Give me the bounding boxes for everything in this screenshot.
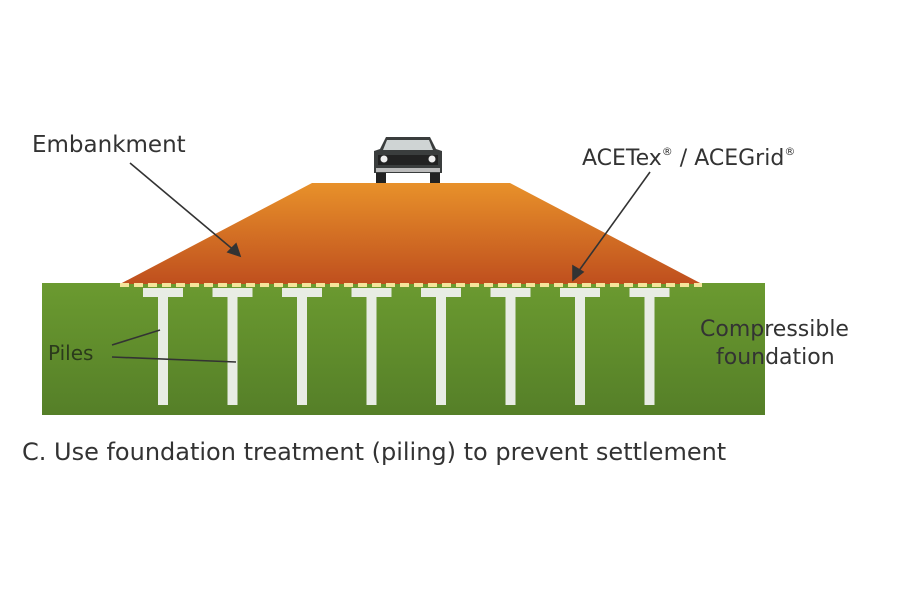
compressible-label-line2: foundation [716, 345, 835, 370]
compressible-label-line1: Compressible [700, 317, 849, 342]
geosynthetic-pointer [577, 171, 651, 273]
pile-cap [421, 288, 461, 297]
geosynthetic-label: ACETex® / ACEGrid® [582, 145, 795, 171]
embankment [120, 183, 702, 284]
piles [143, 288, 670, 405]
pile-cap [143, 288, 183, 297]
pile [505, 297, 516, 405]
pile [436, 297, 446, 405]
embankment-pointer [129, 162, 237, 253]
pile-cap [351, 288, 392, 297]
pile [297, 297, 307, 405]
pile-cap [560, 288, 600, 297]
pile [644, 297, 655, 405]
embankment-arrowhead [226, 242, 242, 258]
pile [227, 297, 238, 405]
pile [158, 297, 168, 405]
car-icon [374, 137, 442, 183]
embankment-label: Embankment [32, 132, 186, 158]
pile [575, 297, 585, 405]
pile [366, 297, 377, 405]
pile-cap [282, 288, 322, 297]
pile-cap [490, 288, 531, 297]
caption: C. Use foundation treatment (piling) to … [22, 438, 726, 466]
piles-label: Piles [48, 341, 93, 365]
compressible-foundation [42, 283, 765, 415]
piles-pointer-2 [111, 356, 237, 363]
pile-cap [629, 288, 670, 297]
geosynthetic-arrowhead [572, 264, 585, 282]
piles-pointer-1 [111, 329, 161, 346]
pile-cap [212, 288, 253, 297]
